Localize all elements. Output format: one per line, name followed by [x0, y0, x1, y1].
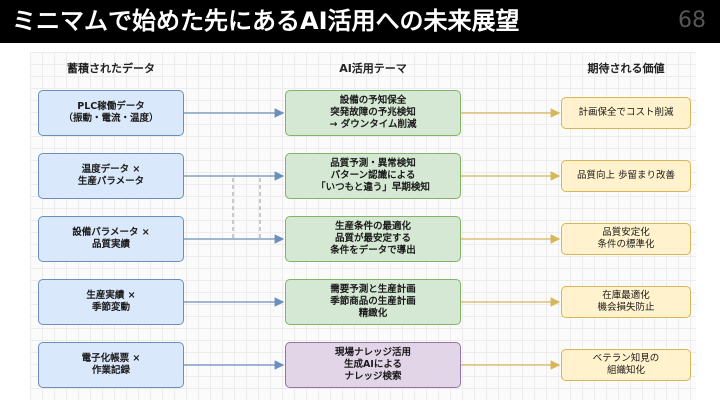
value-box-inventory-optimization: 在庫最適化 機会損失防止 [561, 286, 691, 318]
value-box-tacit-knowledge: ベテラン知見の 組織知化 [561, 349, 691, 381]
theme-box-demand-forecast: 需要予測と生産計画 季節商品の生産計画 精緻化 [285, 279, 461, 325]
theme-box-predictive-maintenance: 設備の予知保全 突発故障の予兆検知 → ダウンタイム削減 [285, 90, 461, 136]
title-bar: ミニマムで始めた先にあるAI活用への未来展望 68 [0, 0, 720, 43]
dashed-connector-group [232, 178, 261, 238]
data-box-temperature: 温度データ × 生産パラメータ [38, 153, 184, 199]
column-header-theme: AI活用テーマ [339, 62, 407, 75]
data-box-equipment-parameters: 設備パラメータ × 品質実績 [38, 216, 184, 262]
data-box-production-results: 生産実績 × 季節変動 [38, 279, 184, 325]
arrow-group [184, 108, 561, 370]
data-box-plc: PLC稼働データ （振動・電流・温度） [38, 90, 184, 136]
theme-box-condition-optimization: 生産条件の最適化 品質が最安定する 条件をデータで導出 [285, 216, 461, 262]
column-header-data: 蓄積されたデータ [67, 62, 155, 75]
data-box-electronic-forms: 電子化帳票 × 作業記録 [38, 342, 184, 388]
value-box-yield-improvement: 品質向上 歩留まり改善 [561, 160, 691, 192]
page-number: 68 [678, 8, 706, 33]
value-box-quality-stabilization: 品質安定化 条件の標準化 [561, 223, 691, 255]
value-box-cost-reduction: 計画保全でコスト削減 [561, 97, 691, 129]
theme-box-quality-prediction: 品質予測・異常検知 パターン認識による 「いつもと違う」早期検知 [285, 153, 461, 199]
page-title: ミニマムで始めた先にあるAI活用への未来展望 [12, 7, 520, 35]
column-header-value: 期待される価値 [587, 62, 665, 75]
theme-box-knowledge-utilization: 現場ナレッジ活用 生成AIによる ナレッジ検索 [285, 342, 461, 388]
